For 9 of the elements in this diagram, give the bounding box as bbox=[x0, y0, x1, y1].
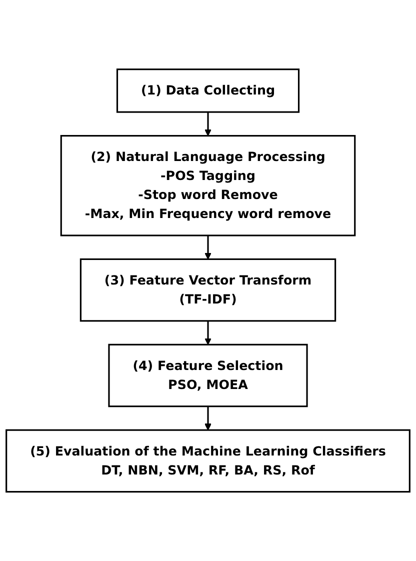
node-box: (3) Feature Vector Transform (TF-IDF) bbox=[80, 258, 336, 322]
node-box: (1) Data Collecting bbox=[116, 68, 300, 113]
arrow bbox=[204, 320, 212, 345]
arrow bbox=[204, 406, 212, 430]
node-box: (4) Feature Selection PSO, MOEA bbox=[108, 344, 308, 408]
arrow bbox=[204, 235, 212, 260]
node-box: (5) Evaluation of the Machine Learning Classifiers DT, NBN, SVM, RF, BA, RS, Rof bbox=[6, 429, 410, 493]
arrow bbox=[204, 112, 212, 136]
node-box: (2) Natural Language Processing -POS Tagging -Stop word Remove -Max, Min Frequency word remove bbox=[60, 134, 356, 236]
